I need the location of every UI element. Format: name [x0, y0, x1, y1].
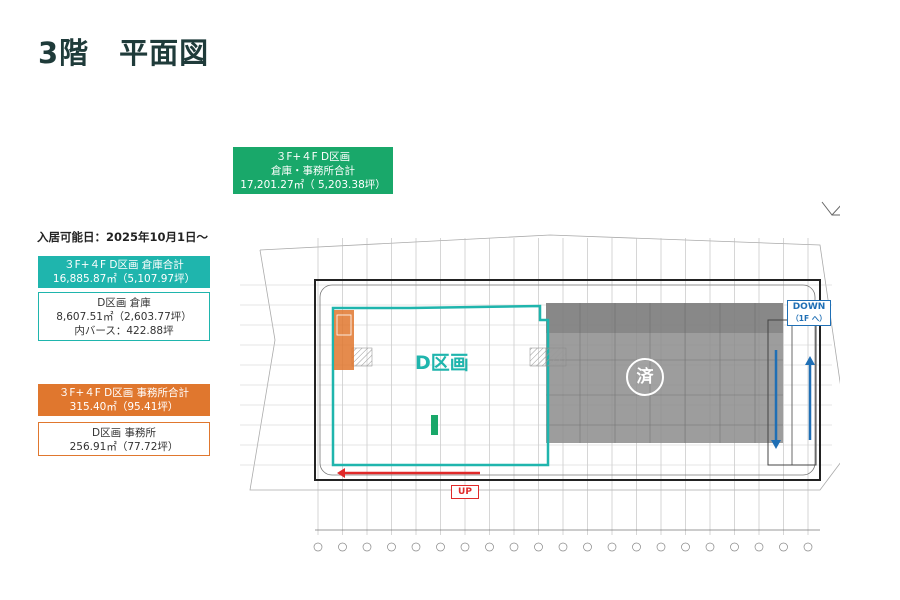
office-detail-box: D区画 事務所 256.91㎡（77.72坪）: [38, 422, 210, 456]
grid-bubble: [338, 542, 347, 552]
compass-icon: [821, 201, 852, 216]
grid-bubble: [607, 542, 617, 552]
warehouse-detail-line1: D区画 倉庫: [97, 297, 151, 309]
office-detail-line1: D区画 事務所: [92, 427, 156, 439]
grid-bubble: [681, 542, 690, 552]
down-label-line1: DOWN: [792, 302, 826, 312]
office-area-detail: [336, 314, 352, 336]
grid-bubble: [558, 542, 568, 552]
floor-plan: [220, 190, 852, 569]
total-area-line1: ３F+４F D区画: [275, 151, 351, 163]
elevator: [431, 415, 438, 435]
grid-bubble: [387, 542, 396, 552]
grid-bubble: [436, 542, 445, 552]
occupied-area-top: [546, 303, 783, 333]
grid-lines: [317, 238, 809, 535]
down-label-line2: （1F へ）: [791, 314, 827, 323]
grid-bubble: [656, 542, 666, 552]
page-title: 3階 平面図: [38, 36, 210, 70]
warehouse-detail-line3: 内バース：422.88坪: [74, 325, 174, 337]
total-area-line3: 17,201.27㎡（ 5,203.38坪）: [240, 179, 386, 191]
section-d-outline: [331, 304, 550, 467]
floor-plan-drawing: [240, 201, 852, 552]
warehouse-detail-line2: 8,607.51㎡（2,603.77坪）: [56, 311, 192, 323]
up-label: UP: [451, 485, 479, 499]
grid-bubble: [411, 542, 421, 552]
office-total-line2: 315.40㎡（95.41坪）: [69, 401, 179, 413]
down-arrow-head: [771, 440, 781, 449]
warehouse-total-line1: ３F+４F D区画 倉庫合計: [64, 259, 184, 271]
total-area-line2: 倉庫・事務所合計: [271, 165, 355, 177]
warehouse-detail-box: D区画 倉庫 8,607.51㎡（2,603.77坪） 内バース：422.88坪: [38, 292, 210, 341]
section-d-label: D区画: [415, 352, 469, 374]
warehouse-total-box: ３F+４F D区画 倉庫合計 16,885.87㎡（5,107.97坪）: [38, 256, 210, 288]
grid-bubble: [534, 542, 543, 552]
grid-bubble: [779, 542, 788, 552]
hatched-area-mid: [529, 347, 547, 367]
grid-bubble: [730, 542, 739, 552]
office-total-box: ３F+４F D区画 事務所合計 315.40㎡（95.41坪）: [38, 384, 210, 416]
office-total-line1: ３F+４F D区画 事務所合計: [58, 387, 190, 399]
grid-bubble: [362, 542, 372, 552]
office-detail-line2: 256.91㎡（77.72坪）: [69, 441, 179, 453]
office-area: [334, 310, 354, 370]
occupied-mark: 済: [626, 358, 664, 396]
down-label: DOWN （1F へ）: [787, 300, 831, 326]
grid-bubble: [313, 542, 323, 552]
grid-bubble: [509, 542, 519, 552]
total-area-box: ３F+４F D区画 倉庫・事務所合計 17,201.27㎡（ 5,203.38坪…: [233, 147, 393, 194]
building-inner-outline: [319, 284, 816, 476]
grid-bubble: [583, 542, 592, 552]
hatched-area-left: [351, 347, 373, 367]
up-red-arrow-head: [337, 468, 345, 478]
grid-bubble: [485, 542, 494, 552]
grid-bubble: [705, 542, 715, 552]
availability-date: 入居可能日：2025年10月1日～: [37, 230, 209, 244]
warehouse-total-line2: 16,885.87㎡（5,107.97坪）: [52, 273, 196, 285]
grid-bubbles: [313, 542, 813, 552]
up-arrow-head: [805, 356, 815, 365]
grid-bubble: [803, 542, 813, 552]
grid-bubble: [754, 542, 764, 552]
building-outline: [314, 279, 821, 481]
hatched-area-right: [545, 347, 567, 367]
grid-bubble: [632, 542, 641, 552]
grid-bubble: [460, 542, 470, 552]
